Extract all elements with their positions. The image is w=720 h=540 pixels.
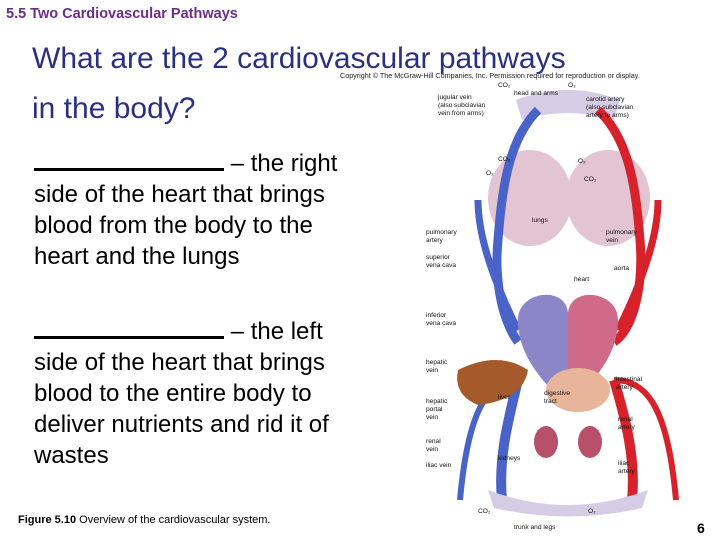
label-kidneys: kidneys — [498, 455, 521, 462]
page-number: 6 — [697, 520, 705, 536]
label-hepatic-vein: hepatic vein — [426, 359, 448, 374]
label-pulmonary-vein: pulmonary vein — [606, 229, 637, 244]
liver-shape — [457, 360, 528, 405]
right-kidney — [578, 426, 602, 458]
label-co2-lung-right: CO₂ — [584, 176, 597, 183]
label-co2-lung-left: CO₂ — [498, 156, 511, 163]
label-co2-bottom: CO₂ — [478, 508, 491, 515]
figure-caption: Figure 5.10 Overview of the cardiovascul… — [18, 514, 271, 526]
label-o2-top: O₂ — [568, 82, 576, 89]
figure-label: Figure 5.10 — [18, 514, 77, 526]
label-o2-lung-left: O₂ — [486, 170, 494, 177]
label-pulmonary-artery: pulmonary artery — [426, 229, 457, 244]
left-side-paragraph: – the left side of the heart that brings… — [34, 316, 364, 471]
cardiovascular-diagram: CO₂ O₂ head and arms jugular vein (also … — [418, 80, 718, 531]
label-o2-bottom: O₂ — [588, 508, 596, 515]
label-iliac-artery: iliac artery — [618, 460, 635, 475]
label-head-arms: head and arms — [514, 90, 558, 97]
pulmonary-vein-path — [614, 199, 662, 332]
cardiovascular-diagram-graphic — [457, 90, 679, 517]
label-liver: liver — [498, 394, 511, 401]
label-intestinal-artery: intestinal artery — [616, 376, 643, 391]
right-side-text: – the right side of the heart that bring… — [34, 150, 338, 270]
label-heart: heart — [574, 276, 590, 283]
slide-title: What are the 2 cardiovascular pathways i… — [32, 34, 720, 134]
copyright-notice: Copyright © The McGraw-Hill Companies, I… — [340, 71, 640, 80]
title-line-2: in the body? — [32, 92, 196, 125]
left-side-text: – the left side of the heart that brings… — [34, 318, 329, 469]
label-renal-vein: renal vein — [426, 438, 441, 453]
label-iliac-vein: iliac vein — [426, 462, 452, 469]
figure-caption-text: Overview of the cardiovascular system. — [79, 514, 271, 526]
trunk-capillary-bed — [488, 490, 648, 517]
label-hepatic-portal-vein: hepatic portal vein — [426, 398, 448, 421]
iliac-artery-path — [613, 377, 679, 501]
inferior-vena-cava-path — [496, 378, 523, 501]
answer-blank-2 — [34, 316, 224, 339]
label-carotid-artery: carotid artery (also subclavian artery t… — [586, 96, 634, 119]
right-side-paragraph: – the right side of the heart that bring… — [34, 148, 364, 272]
label-superior-vena-cava: superior vena cava — [426, 254, 457, 269]
label-renal-artery: renal artery — [618, 416, 635, 431]
superior-vena-cava-path — [492, 106, 542, 345]
descending-aorta-path — [609, 378, 638, 501]
answer-blank-1 — [34, 148, 224, 171]
label-o2-lung-right: O₂ — [578, 158, 586, 165]
carotid-aorta-path — [594, 106, 646, 346]
title-line-1: What are the 2 cardiovascular pathways — [32, 42, 566, 75]
section-header: 5.5 Two Cardiovascular Pathways — [6, 6, 238, 22]
head-capillary-bed — [516, 90, 620, 120]
pulmonary-artery-path — [474, 199, 522, 332]
label-lungs: lungs — [532, 217, 548, 224]
label-inferior-vena-cava: inferior vena cava — [426, 312, 457, 327]
label-trunk-legs: trunk and legs — [514, 524, 556, 531]
label-co2-top: CO₂ — [498, 82, 511, 89]
label-digestive-tract: digestive tract — [544, 390, 571, 405]
label-jugular-vein: jugular vein (also subclavian vein from … — [438, 94, 486, 117]
left-kidney — [534, 426, 558, 458]
digestive-tract-shape — [546, 368, 610, 412]
label-aorta: aorta — [614, 265, 630, 272]
